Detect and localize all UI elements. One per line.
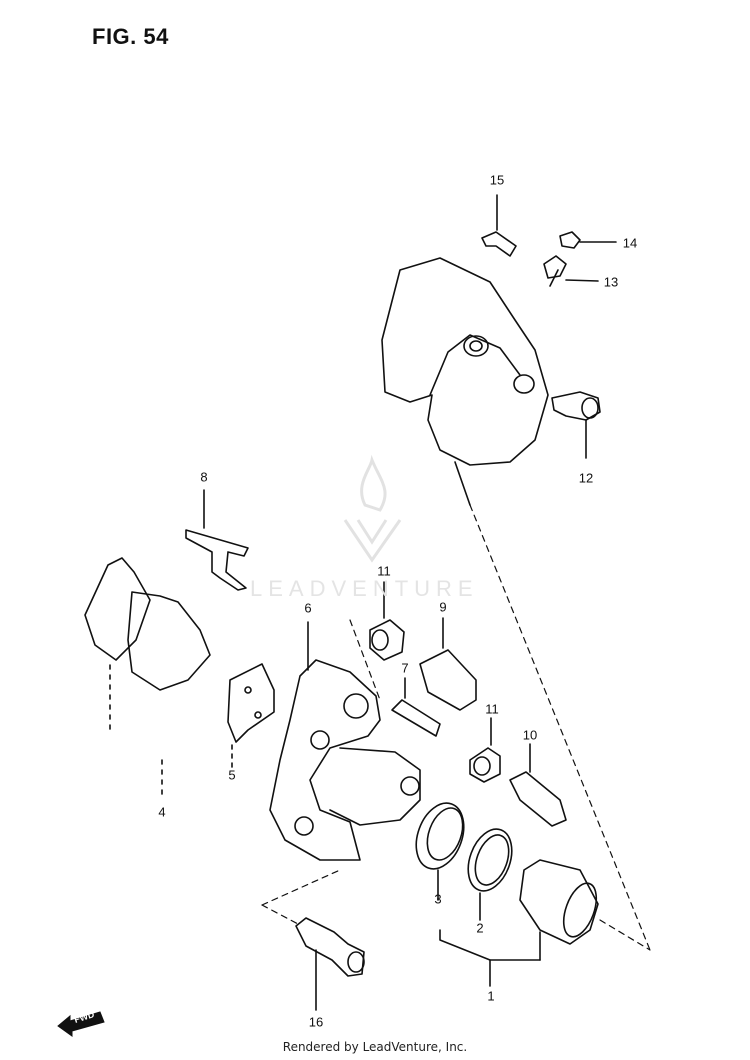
footer-credit: Rendered by LeadVenture, Inc.	[282, 1040, 468, 1054]
part-4-brake-pads	[84, 557, 211, 801]
callout-3: 3	[434, 891, 442, 907]
callout-1: 1	[487, 988, 495, 1004]
part-14-bleeder-cap	[559, 231, 617, 249]
part-12-caliper-bolt	[551, 391, 601, 459]
callout-14: 14	[622, 235, 638, 251]
callout-4: 4	[158, 804, 166, 820]
part-11-dust-boot-lower	[469, 717, 501, 783]
callout-11-upper: 11	[377, 563, 391, 579]
callout-12: 12	[578, 470, 594, 486]
callout-7: 7	[401, 660, 409, 676]
part-11-dust-boot-upper	[369, 581, 405, 661]
part-8-pad-spring	[185, 489, 249, 591]
part-6-caliper-bracket	[269, 621, 421, 861]
callout-16: 16	[308, 1014, 324, 1030]
watermark-text: LEADVENTURE	[250, 576, 479, 601]
callout-11-lower: 11	[485, 701, 499, 717]
part-5-pad-shim	[227, 663, 275, 771]
upper-caliper-body	[381, 257, 549, 506]
callout-13: 13	[603, 274, 619, 290]
callout-9: 9	[439, 599, 447, 615]
part-1-piston	[439, 859, 599, 987]
callout-6: 6	[304, 600, 312, 616]
part-16-mounting-bolt	[295, 917, 365, 1011]
callout-8: 8	[200, 469, 208, 485]
part-7-guide-pin	[391, 677, 441, 737]
part-9-sleeve	[419, 617, 477, 711]
part-3-piston-seal	[415, 802, 465, 901]
part-13-bleeder-valve	[543, 255, 599, 287]
callout-5: 5	[228, 767, 236, 783]
callout-2: 2	[476, 920, 484, 936]
callout-15: 15	[489, 172, 505, 188]
figure-title: FIG. 54	[92, 24, 169, 49]
alignment-lines	[261, 504, 651, 951]
callout-10: 10	[522, 727, 538, 743]
part-2-dust-seal	[467, 828, 513, 921]
watermark-logo-icon	[343, 454, 402, 563]
part-15-pad-spring	[481, 194, 517, 257]
part-10-slide-pin	[509, 743, 567, 827]
forward-arrow-icon	[57, 1011, 105, 1037]
